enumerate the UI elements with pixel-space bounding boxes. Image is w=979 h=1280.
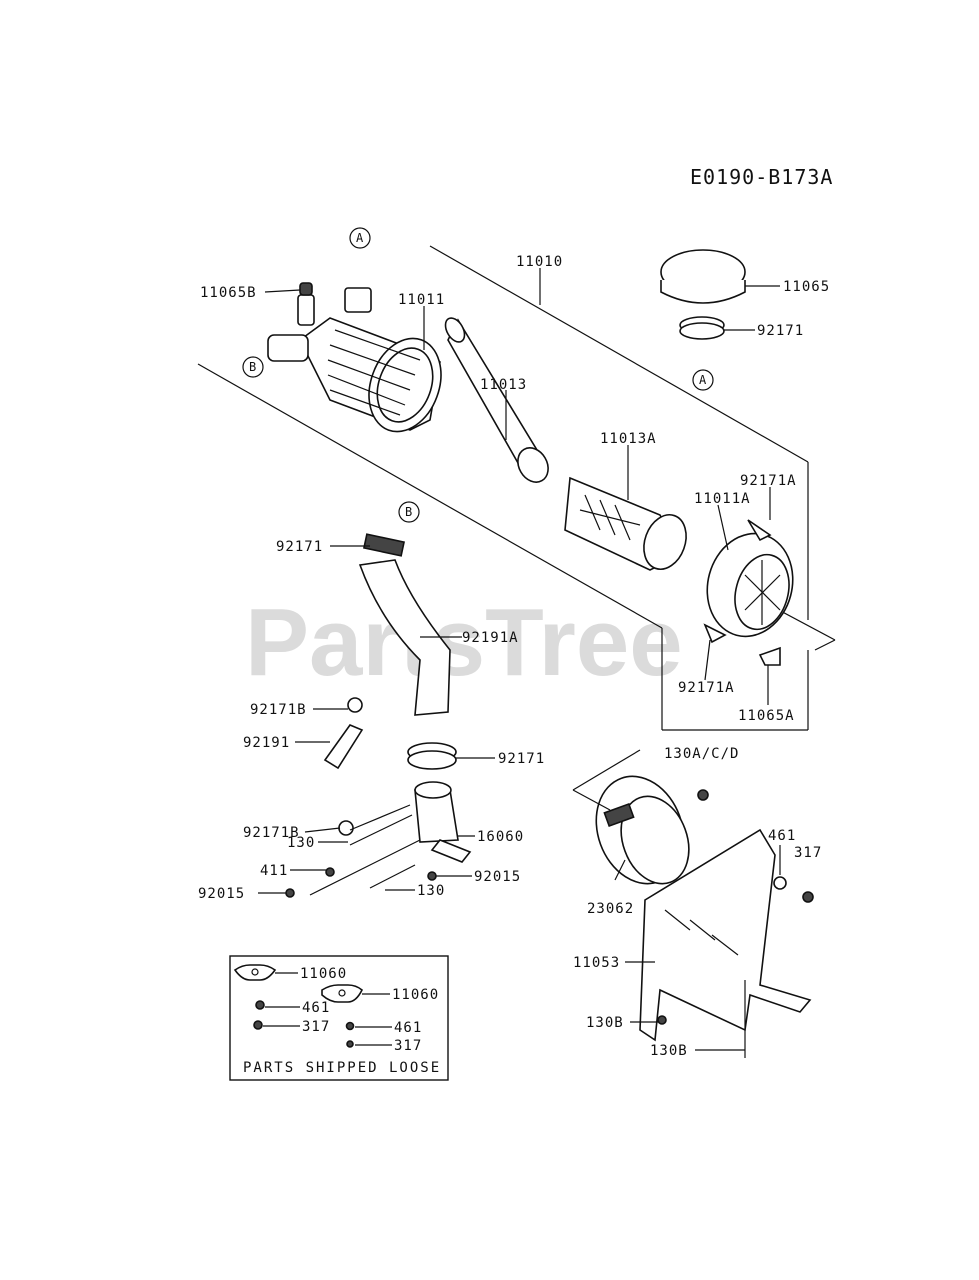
nut-130A[interactable] <box>697 789 709 801</box>
top-cap[interactable] <box>660 249 746 304</box>
mounting-band[interactable] <box>582 764 701 896</box>
inner-filter[interactable] <box>442 315 555 488</box>
loose-nut-317-1 <box>253 1020 263 1030</box>
ref-marker-b-left: B <box>242 356 264 378</box>
end-cover[interactable] <box>696 524 804 646</box>
air-cleaner-body[interactable] <box>267 282 453 442</box>
loose-washer-461-2 <box>345 1021 355 1031</box>
loose-label-317-1: 317 <box>302 1019 330 1035</box>
label-11010: 11010 <box>516 254 563 270</box>
loose-label-11060-2: 11060 <box>392 987 439 1003</box>
nut-92015-right[interactable] <box>427 871 437 881</box>
assembly-bracket-11010 <box>197 245 836 731</box>
breather-hose[interactable] <box>323 724 364 770</box>
loose-label-11060-1: 11060 <box>300 966 347 982</box>
parts-shipped-loose-box: 11060 11060 461 317 461 317 PARTS SHIPPE… <box>229 955 449 1081</box>
label-130-2: 130 <box>417 883 445 899</box>
label-92171-top: 92171 <box>757 323 804 339</box>
elbow-pipe[interactable] <box>414 781 472 863</box>
label-92171A: 92171A <box>740 473 797 489</box>
label-92191A: 92191A <box>462 630 519 646</box>
label-23062: 23062 <box>587 901 634 917</box>
ref-marker-b-hose: B <box>398 501 420 523</box>
label-130A-C-D: 130A/C/D <box>664 746 739 762</box>
svg-text:B: B <box>249 360 256 374</box>
svg-text:A: A <box>356 231 364 245</box>
label-92171A-low: 92171A <box>678 680 735 696</box>
label-411: 411 <box>260 863 288 879</box>
callout-labels: 11065B 11011 11010 11065 92171 11013 110… <box>198 254 830 1059</box>
label-11065: 11065 <box>783 279 830 295</box>
label-11065A: 11065A <box>738 708 795 724</box>
clamp-92171B-upper[interactable] <box>347 697 363 713</box>
label-11013A: 11013A <box>600 431 657 447</box>
hose-clamp[interactable] <box>407 742 457 770</box>
label-11053: 11053 <box>573 955 620 971</box>
label-92171B-1: 92171B <box>250 702 307 718</box>
nut-317[interactable] <box>802 891 814 903</box>
label-11065B: 11065B <box>200 285 257 301</box>
label-11013: 11013 <box>480 377 527 393</box>
label-92171-hose: 92171 <box>276 539 323 555</box>
bolt-130-lower[interactable] <box>369 864 416 889</box>
label-130-1: 130 <box>287 835 315 851</box>
loose-washer-461-1 <box>255 1000 265 1010</box>
drawing-code: E0190-B173A <box>690 165 833 189</box>
loose-label-317-2: 317 <box>394 1038 422 1054</box>
nut-92015-left[interactable] <box>285 888 295 898</box>
clip-lower[interactable] <box>703 623 727 644</box>
label-92171-clamp: 92171 <box>498 751 545 767</box>
clamp-92171B-lower[interactable] <box>338 820 354 836</box>
label-92171B-2: 92171B <box>243 825 300 841</box>
label-16060: 16060 <box>477 829 524 845</box>
label-461: 461 <box>768 828 796 844</box>
mounting-bracket[interactable] <box>639 828 812 1042</box>
label-92015-1: 92015 <box>198 886 245 902</box>
label-11011A: 11011A <box>694 491 751 507</box>
clip-upper[interactable] <box>747 519 772 542</box>
ref-marker-a-right: A <box>692 369 714 391</box>
intake-hose[interactable] <box>358 533 451 716</box>
bolt-130-upper[interactable] <box>349 814 413 846</box>
outer-filter[interactable] <box>564 476 693 575</box>
label-317: 317 <box>794 845 822 861</box>
washer-461[interactable] <box>773 876 787 890</box>
svg-text:B: B <box>405 505 412 519</box>
bolt-130B-upper[interactable] <box>657 1015 667 1025</box>
ref-marker-a-top: A <box>349 227 371 249</box>
top-clamp[interactable] <box>679 316 725 340</box>
label-92191: 92191 <box>243 735 290 751</box>
label-130B-1: 130B <box>586 1015 624 1031</box>
loose-label-461-2: 461 <box>394 1020 422 1036</box>
label-92015-2: 92015 <box>474 869 521 885</box>
loose-label-461-1: 461 <box>302 1000 330 1016</box>
label-130B-2: 130B <box>650 1043 688 1059</box>
watermark: PartsTree <box>245 589 683 696</box>
valve-11065A[interactable] <box>758 646 781 666</box>
svg-text:A: A <box>699 373 707 387</box>
label-11011: 11011 <box>398 292 445 308</box>
leader-lines <box>258 268 781 1051</box>
washer-411[interactable] <box>325 867 335 877</box>
loose-box-title: PARTS SHIPPED LOOSE <box>243 1060 441 1076</box>
loose-nut-317-2 <box>346 1040 354 1048</box>
